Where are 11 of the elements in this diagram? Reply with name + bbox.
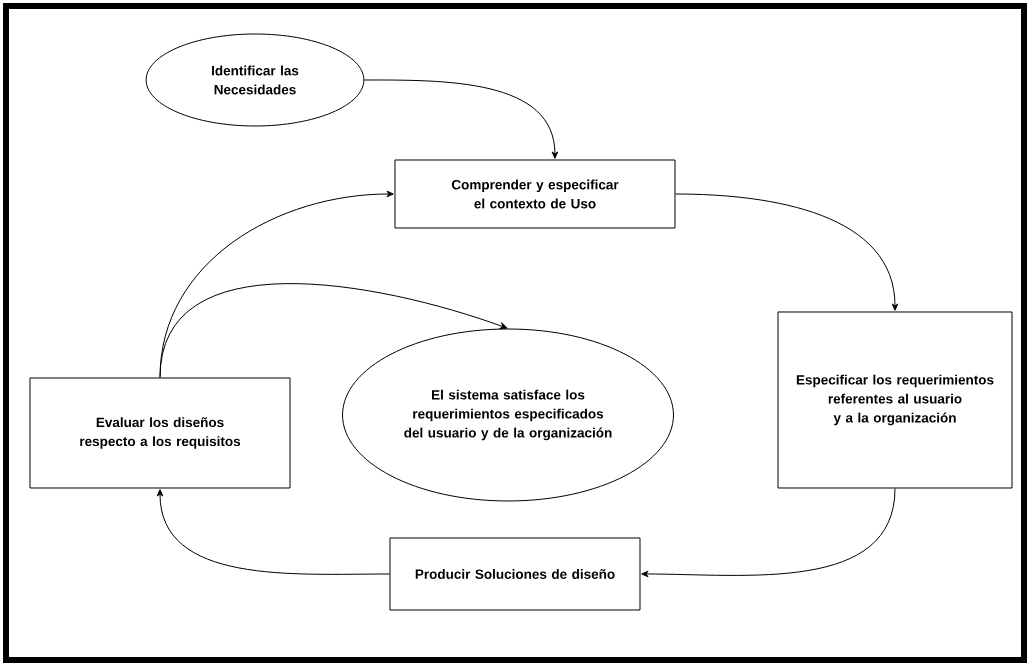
ellipse-node: El sistema satisface los requerimientos especificados del usuario y de la organización (342, 328, 674, 502)
ellipse-node: Identificar las Necesidades (145, 33, 365, 127)
process-box: Comprender y especificar el contexto de Uso (394, 159, 676, 229)
arrow (641, 488, 896, 578)
process-box: Evaluar los diseños respecto a los requisitos (29, 377, 291, 489)
arrow (363, 79, 559, 159)
arrow (156, 489, 390, 575)
arrow (675, 193, 899, 311)
process-box: Producir Soluciones de diseño (389, 537, 641, 611)
process-box: Especificar los requerimientos referentes al usuario y a la organización (777, 311, 1013, 489)
arrow (159, 283, 508, 378)
